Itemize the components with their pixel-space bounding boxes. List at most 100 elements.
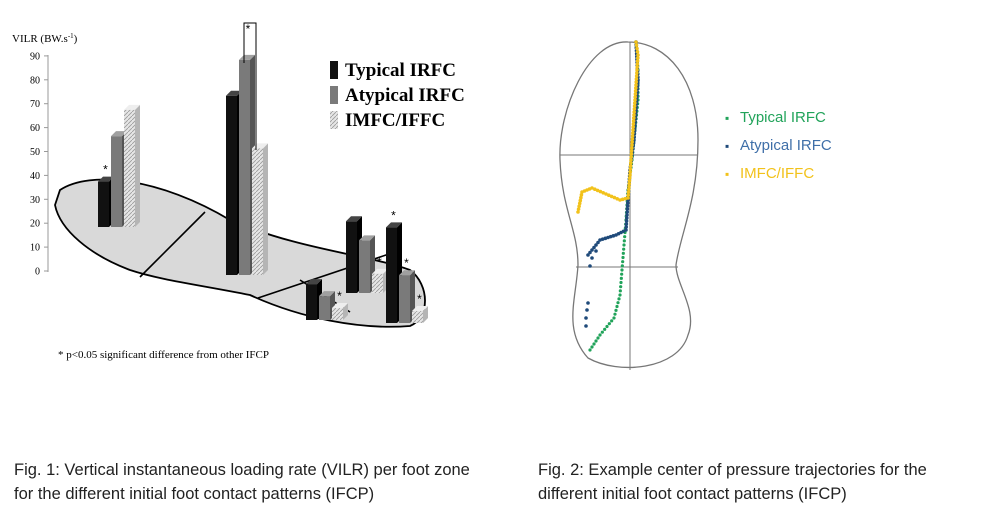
bar-front [98, 181, 109, 227]
bar-front [306, 284, 317, 320]
trajectory-dot [630, 146, 634, 150]
trajectory-dot [577, 204, 581, 209]
bar-top [111, 131, 127, 137]
trajectory-dot [579, 195, 583, 200]
trajectory-dot [594, 243, 598, 247]
trajectory-dot [625, 213, 629, 217]
trajectory-dot [626, 201, 630, 205]
trajectory-dot [634, 40, 638, 44]
trajectory-dot [631, 122, 636, 126]
trajectory-dot [632, 107, 637, 111]
trajectory-dot [634, 83, 638, 87]
trajectory-dot [635, 46, 639, 51]
trajectory-dot [629, 149, 634, 153]
legend-label-imfc: IMFC/IFFC [740, 165, 814, 182]
trajectory-dot [579, 193, 584, 197]
trajectory-dot [618, 293, 622, 297]
trajectory-dot [633, 92, 638, 96]
trajectory-dot [627, 184, 631, 189]
y-tick-label: 50 [30, 147, 40, 158]
legend-label-atypical: Atypical IRFC [740, 137, 832, 154]
trajectory-dot [619, 276, 623, 280]
fig1-caption-line2: for the different initial foot contact p… [14, 485, 375, 503]
trajectory-dot [621, 255, 625, 260]
foot-zone-divider [139, 211, 206, 278]
legend-label-atypical: Atypical IRFC [345, 85, 465, 106]
trajectory-dot [632, 116, 636, 120]
bar-side [343, 303, 348, 320]
fig1-caption: Fig. 1: Vertical instantaneous loading r… [14, 458, 534, 506]
trajectory-dot [594, 249, 598, 253]
trajectory-dot [629, 158, 633, 162]
trajectory-dot [630, 140, 634, 144]
trajectory-dot [584, 316, 588, 320]
trajectory-dot [636, 53, 640, 57]
bar-front [346, 221, 357, 293]
trajectory-dot [634, 80, 638, 84]
y-tick-label: 30 [30, 195, 40, 206]
y-tick-label: 0 [35, 267, 40, 278]
trajectory-dot [584, 324, 588, 328]
trajectory-dot [604, 192, 608, 196]
trajectory-dot [636, 56, 640, 60]
fig1-caption-line1: Fig. 1: Vertical instantaneous loading r… [14, 461, 470, 479]
trajectory-dot [626, 196, 630, 200]
trajectory-dot [626, 193, 631, 197]
bar-front [252, 148, 263, 275]
trajectory-dot [585, 308, 589, 312]
trajectory-dot [622, 239, 626, 243]
bar-front [111, 136, 122, 227]
legend-label-typical: Typical IRFC [345, 60, 456, 81]
bar-groups: ****** [98, 54, 428, 323]
trajectory-dot [634, 86, 638, 90]
trajectory-dot [634, 74, 639, 78]
legend-swatch-imfc [330, 111, 338, 129]
trajectory-dot [618, 289, 622, 293]
trajectory-dot [588, 250, 592, 255]
trajectory-dot [627, 181, 632, 186]
trajectory-dot [635, 62, 640, 66]
trajectory-dot [615, 197, 619, 201]
significance-bracket: * [243, 22, 257, 150]
trajectory-dot [632, 104, 637, 108]
trajectory-dot [621, 260, 625, 264]
trajectory-dot [629, 152, 634, 156]
bar-imfc-zone-5: * [412, 292, 428, 323]
bracket-significance-mark: * [246, 22, 251, 36]
y-axis-label: VILR (BW.s-1) [12, 32, 78, 45]
bar-top [346, 216, 362, 222]
trajectory-dot [590, 256, 594, 260]
bar-top [399, 270, 415, 276]
trajectory-dot [631, 125, 635, 129]
legend-bullet-typical: ▪ [725, 111, 729, 125]
fig2-legend: ▪ Typical IRFC ▪ Atypical IRFC ▪ IMFC/IF… [725, 109, 832, 182]
trajectory-dot [607, 322, 611, 326]
trajectory-dot [633, 98, 637, 102]
trajectory-dot [586, 253, 590, 257]
trajectory-dot [620, 268, 624, 272]
trajectory-dot [600, 330, 604, 334]
trajectory-dot [598, 333, 602, 337]
trajectory-dot [576, 207, 581, 211]
trajectory-dot [610, 319, 614, 323]
bar-top [226, 90, 242, 96]
trajectory-dot [622, 247, 626, 251]
significance-footnote: * p<0.05 significant difference from oth… [58, 349, 269, 361]
trajectory-dot [612, 195, 617, 200]
trajectory-dot [625, 207, 630, 211]
y-tick-label: 90 [30, 51, 40, 62]
trajectory-dot [595, 188, 600, 193]
trajectory-dot [605, 324, 609, 329]
trajectory-dot [634, 77, 639, 81]
bar-top [359, 235, 375, 241]
bar-front [412, 311, 423, 323]
bar-top [319, 291, 335, 297]
trajectory-dot [630, 137, 635, 141]
bar-front [359, 240, 370, 293]
trajectory-dot [613, 312, 617, 316]
bar-significance-mark: * [391, 208, 396, 222]
y-tick-label: 70 [30, 99, 40, 110]
y-tick-label: 10 [30, 243, 40, 254]
trajectory-dot [631, 128, 635, 132]
